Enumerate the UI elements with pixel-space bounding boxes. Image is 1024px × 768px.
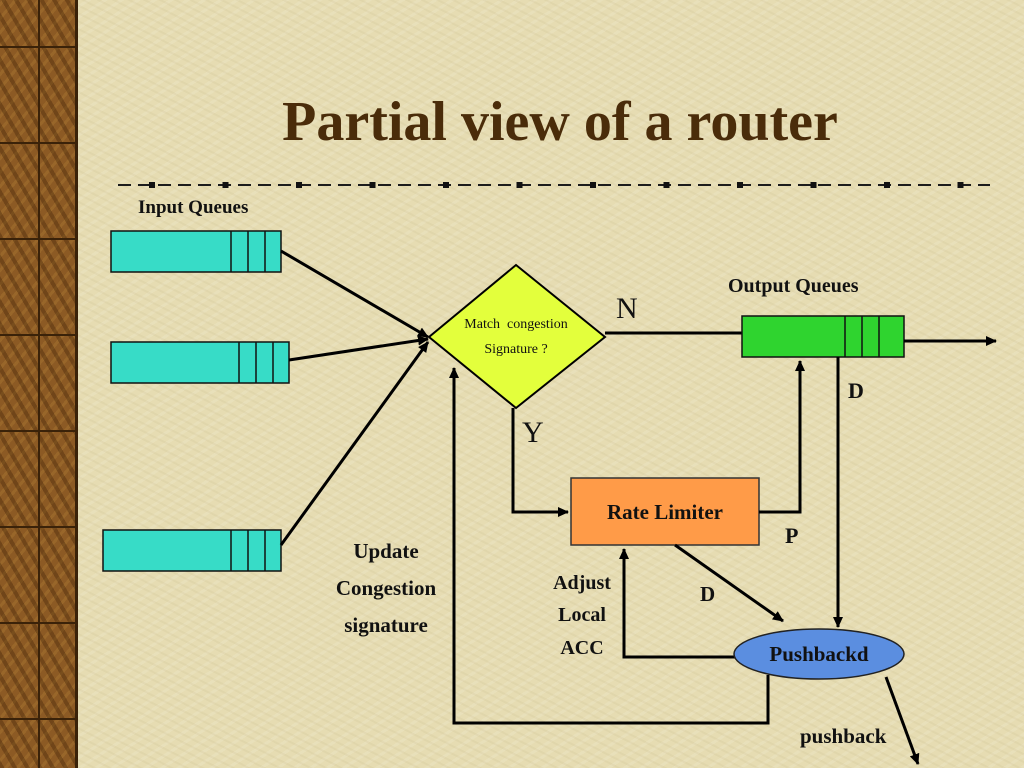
separator-dot <box>957 182 964 188</box>
title-separator <box>118 182 990 188</box>
input-queue-1 <box>110 230 282 273</box>
adjust-label-line1: Adjust <box>553 572 611 594</box>
separator-dot <box>222 182 229 188</box>
decision-label-line1: Match congestion <box>464 317 568 332</box>
separator-dot <box>663 182 670 188</box>
no-label: N <box>616 292 638 325</box>
rate-limiter-label: Rate Limiter <box>606 500 724 524</box>
pushback-out-arrow <box>884 676 920 765</box>
input1-arrow <box>280 249 429 339</box>
pushback-out-label: pushback <box>800 724 887 748</box>
separator-dot <box>149 182 155 188</box>
yes-label: Y <box>522 416 544 449</box>
decorative-sidebar <box>0 0 78 768</box>
decision-label-line2: Signature ? <box>484 342 548 357</box>
p-label: P <box>785 523 799 548</box>
rate-limiter-box <box>570 477 760 546</box>
input-queues-label: Input Queues <box>138 197 249 218</box>
pushbackd-ellipse <box>733 628 905 680</box>
update-label-line3: signature <box>344 613 428 637</box>
update-label-line1: Update <box>353 539 419 563</box>
input3-arrow <box>279 341 430 546</box>
separator-dot <box>590 182 596 188</box>
adjust-label-line3: ACC <box>560 637 604 659</box>
separator-dot <box>369 182 376 188</box>
input2-arrow <box>288 335 429 362</box>
pushbackd-label: Pushbackd <box>769 642 869 666</box>
rate-limiter-to-pushbackd-arrow <box>674 543 784 623</box>
separator-dot <box>737 182 743 188</box>
slide-title: Partial view of a router <box>282 91 838 153</box>
d-output-label: D <box>848 378 864 403</box>
separator-dot <box>443 182 449 188</box>
output-queues-label: Output Queues <box>728 275 859 297</box>
adjust-acc-arrow <box>619 548 735 659</box>
input-queue-2 <box>110 341 290 384</box>
rate-limiter-to-output-arrow <box>759 360 805 514</box>
update-signature-arrow <box>449 367 770 725</box>
d-pushback-label: D <box>700 582 716 606</box>
adjust-label-line2: Local <box>558 604 606 626</box>
output-queue <box>741 315 905 358</box>
decision-diamond <box>427 263 607 410</box>
yes-branch-arrow <box>511 408 569 517</box>
separator-dot <box>296 182 302 188</box>
separator-dot <box>810 182 817 188</box>
update-label-line2: Congestion <box>335 576 437 600</box>
separator-dot <box>516 182 523 188</box>
separator-dot <box>884 182 890 188</box>
input-queue-3 <box>102 529 282 572</box>
